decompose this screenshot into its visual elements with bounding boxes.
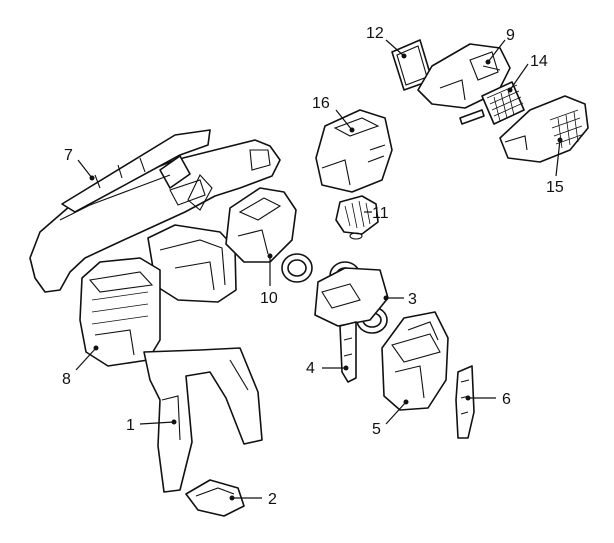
part-heater-core-case	[147, 174, 237, 303]
part-7-dash-duct	[29, 129, 281, 293]
callout-9: 9	[506, 27, 515, 44]
part-1-floor-duct	[143, 347, 263, 493]
part-5-lower-case	[381, 311, 449, 411]
part-15-filter-housing	[499, 95, 589, 163]
leader-lines	[75, 39, 563, 501]
callout-14: 14	[530, 53, 548, 70]
callout-6: 6	[502, 391, 511, 408]
part-6-side-bracket	[455, 365, 475, 439]
callout-8: 8	[62, 371, 71, 388]
callout-3: 3	[408, 291, 417, 308]
part-11-blower-motor	[335, 195, 379, 240]
callout-2: 2	[268, 491, 277, 508]
part-14-filter	[459, 81, 525, 125]
callout-5: 5	[372, 421, 381, 438]
part-12-gasket	[391, 39, 433, 91]
callout-16: 16	[312, 95, 330, 112]
callout-15: 15	[546, 179, 564, 196]
part-4-bracket	[339, 321, 357, 383]
part-16-blower-housing	[315, 109, 393, 193]
part-2-small-duct	[185, 479, 245, 517]
part-10-distribution-unit	[225, 187, 297, 263]
callout-11: 11	[372, 205, 389, 222]
part-8-footwell-duct	[79, 257, 161, 367]
part-3-connector	[314, 267, 389, 327]
callout-labels: 7 12 9 14 15 16 11 10 3 4 5 6 8 1 2	[62, 25, 564, 508]
callout-7: 7	[64, 147, 73, 164]
callout-1: 1	[126, 417, 135, 434]
callout-10: 10	[260, 290, 278, 307]
callout-12: 12	[366, 25, 384, 42]
callout-4: 4	[306, 360, 315, 377]
